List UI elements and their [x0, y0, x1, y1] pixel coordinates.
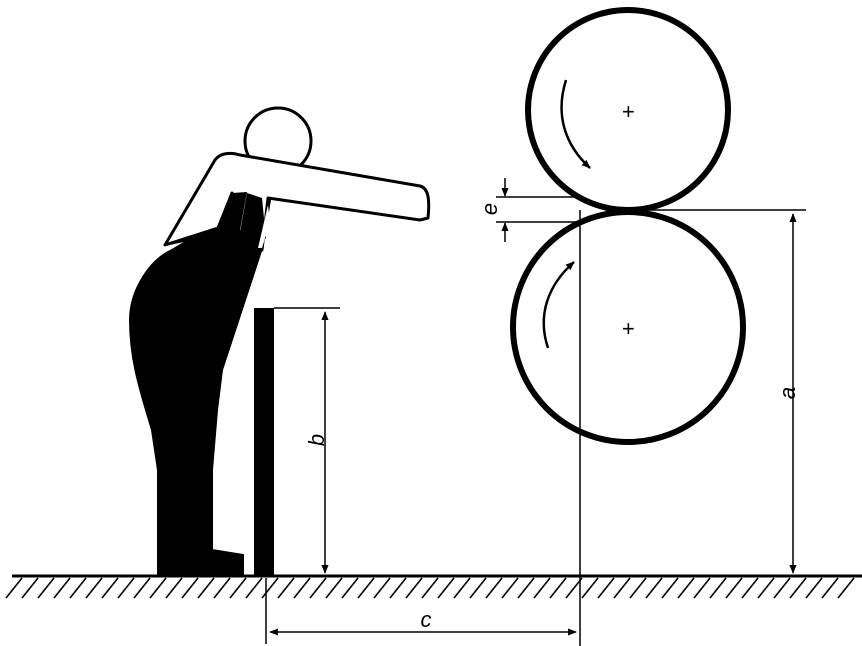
ground-hatch-line [693, 577, 711, 599]
ground-hatch-line [597, 577, 615, 599]
ground-hatch-line [757, 577, 775, 599]
ground-hatch-line [453, 577, 471, 599]
dimension-c [265, 578, 577, 644]
ground-hatch-line [821, 577, 839, 599]
ground-hatch-line [485, 577, 503, 599]
worker-body [128, 190, 272, 576]
ground-hatch-line [325, 577, 343, 599]
ground-hatch-line [469, 577, 487, 599]
ground-hatch-line [581, 577, 599, 599]
ground-hatch-line [69, 577, 87, 599]
ground [5, 574, 862, 599]
ground-hatch-line [805, 577, 823, 599]
ground-hatch-line [5, 577, 23, 599]
ground-hatch-line [405, 577, 423, 599]
ground-hatch-line [373, 577, 391, 599]
ground-hatch-line [165, 577, 183, 599]
ground-hatch-line [549, 577, 567, 599]
ground-hatch-line [293, 577, 311, 599]
ground-hatch-line [645, 577, 663, 599]
ground-hatch-line [789, 577, 807, 599]
ground-hatch-line [261, 577, 279, 599]
ground-hatch-line [661, 577, 679, 599]
ground-hatch-line [21, 577, 39, 599]
ground-hatch-line [517, 577, 535, 599]
ground-hatch-line [213, 577, 231, 599]
ground-hatch-line [117, 577, 135, 599]
worker-strap [165, 192, 247, 246]
worker-figure-icon [128, 106, 431, 576]
ground-hatch-line [421, 577, 439, 599]
ground-hatch-line [533, 577, 551, 599]
ground-hatch-line [229, 577, 247, 599]
ground-hatch-line [501, 577, 519, 599]
ground-hatch-line [389, 577, 407, 599]
ground-hatch-line [85, 577, 103, 599]
ground-hatch-line [133, 577, 151, 599]
ground-hatch-line [677, 577, 695, 599]
ground-hatch-line [437, 577, 455, 599]
label-c: c [421, 607, 432, 632]
ground-hatch-line [197, 577, 215, 599]
ground-hatch-line [629, 577, 647, 599]
ground-hatch-line [53, 577, 71, 599]
upper-roller: + [525, 7, 731, 213]
ground-hatch-line [709, 577, 727, 599]
ground-hatch-line [741, 577, 759, 599]
ground-hatch-line [149, 577, 167, 599]
barrier [254, 308, 274, 576]
ground-hatch-line [245, 577, 263, 599]
ground-hatch-line [101, 577, 119, 599]
dimension-e [496, 178, 582, 242]
ground-hatch-line [357, 577, 375, 599]
ground-hatch-line [277, 577, 295, 599]
label-e: e [477, 203, 502, 215]
ground-hatch-line [725, 577, 743, 599]
lower-roller-center-mark: + [622, 316, 635, 341]
dimension-b [274, 307, 340, 574]
label-a: a [775, 387, 800, 399]
worker-strap-right [240, 193, 266, 248]
label-b: b [304, 434, 329, 446]
ground-hatch-line [613, 577, 631, 599]
upper-roller-center-mark: + [622, 99, 635, 124]
lower-roller: + [510, 209, 746, 445]
rotation-arrow-icon [542, 261, 575, 349]
ground-hatch-line [37, 577, 55, 599]
dimension-a [605, 209, 806, 574]
ground-hatch-line [341, 577, 359, 599]
ground-hatch-line [773, 577, 791, 599]
rotation-arrow-icon [560, 79, 591, 169]
ground-hatch-line [181, 577, 199, 599]
ground-hatch-line [837, 577, 855, 599]
ground-hatch-line [309, 577, 327, 599]
